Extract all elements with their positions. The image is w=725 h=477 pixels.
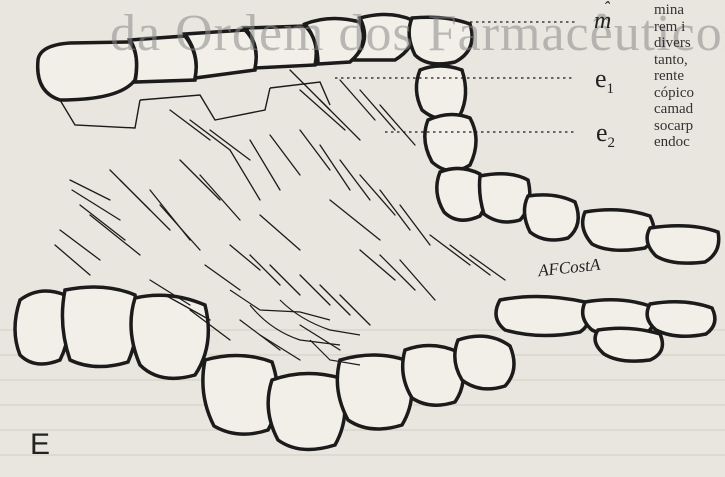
side-text-line: rem i: [654, 19, 725, 36]
side-text-line: endoc: [654, 134, 725, 151]
side-text-line: socarp: [654, 118, 725, 135]
side-text-line: cópico: [654, 85, 725, 102]
watermark: da Ordem dos Farmacêuticos: [110, 4, 725, 63]
side-text-line: mina: [654, 2, 725, 19]
side-text-column: mina rem i divers tanto, rente cópico ca…: [654, 2, 725, 151]
panel-label-e: E: [30, 428, 50, 462]
label-e1: e1: [595, 64, 614, 98]
label-e2: e2: [596, 118, 615, 152]
side-text-line: tanto,: [654, 52, 725, 69]
label-m: mˆ: [594, 8, 617, 35]
side-text-line: camad: [654, 101, 725, 118]
side-text-line: rente: [654, 68, 725, 85]
side-text-line: divers: [654, 35, 725, 52]
